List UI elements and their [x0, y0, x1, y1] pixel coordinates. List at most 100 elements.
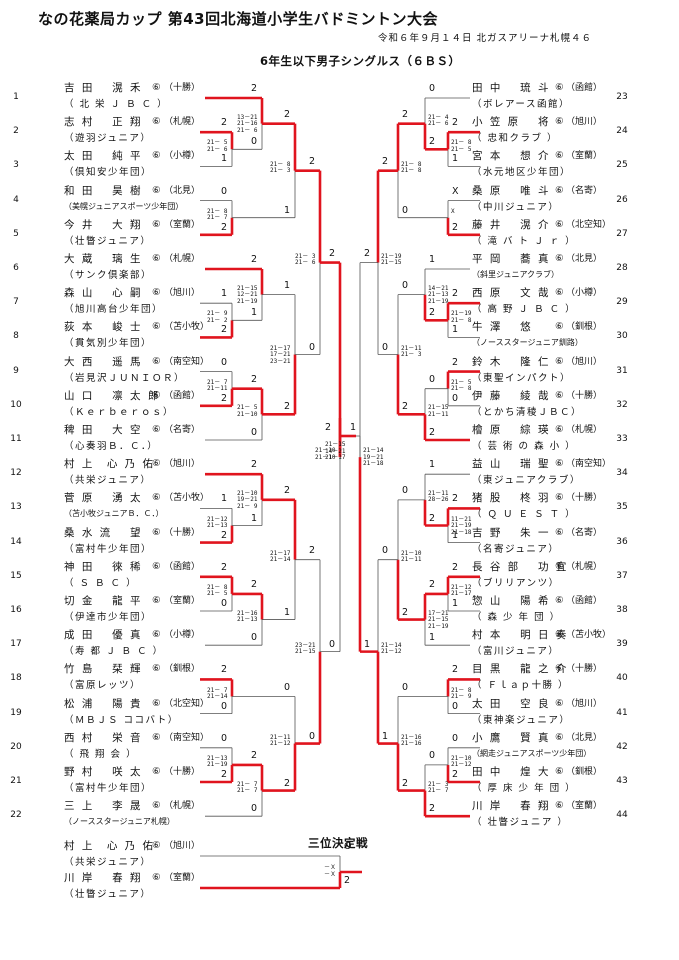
match-result: 1: [429, 459, 436, 471]
match-result: 2: [429, 578, 436, 590]
match-result: 2: [309, 544, 316, 556]
player-team: （ 芸 術 の 森 小 ）: [472, 441, 577, 452]
player-team: （ 飛 翔 会 ）: [64, 748, 138, 760]
seed-number: 12: [10, 468, 22, 479]
match-score: 21－ 3 21－ 7: [428, 780, 449, 795]
match-result: 1: [221, 493, 228, 505]
player-name: 三 上 李 晟: [64, 800, 143, 813]
player-grade: ⑥: [152, 872, 161, 883]
match-result: 2: [452, 117, 459, 129]
match-result: 2: [329, 247, 336, 259]
player-region: （旭川）: [164, 459, 201, 470]
player-name: 吉 田 滉 禾: [64, 82, 143, 94]
seed-number: 40: [616, 673, 628, 684]
player-region: （札幌）: [164, 254, 201, 264]
player-region: （十勝）: [566, 390, 603, 401]
seed-number: 27: [616, 228, 628, 239]
match-score: 21－10 21－12: [451, 754, 472, 769]
player-name: 長 谷 部 功 宜: [472, 560, 569, 573]
match-result: 0: [402, 681, 409, 693]
seed-number: 20: [10, 741, 22, 752]
match-result: 2: [429, 512, 436, 524]
player-region: （釧根）: [164, 664, 201, 675]
match-result: 2: [452, 493, 459, 505]
player-region: （旭川）: [566, 698, 603, 709]
player-region: （札幌）: [164, 801, 201, 812]
match-result: 2: [284, 401, 291, 413]
player-name: 村 上 心 乃 佑: [64, 458, 156, 471]
match-score: 11－21 21－19 21－18: [451, 515, 472, 536]
match-score: 21－ 5 21－10: [237, 404, 258, 418]
seed-number: 29: [616, 297, 628, 308]
player-name: 桑 水 流 望: [64, 526, 143, 539]
player-region: （釧根）: [566, 322, 603, 333]
player-region: （名寄）: [566, 527, 603, 538]
match-result: 2: [452, 561, 459, 573]
seed-number: 23: [616, 92, 628, 102]
player-grade: ⑥: [555, 150, 564, 162]
player-name: 伊 藤 綾 哉: [472, 389, 551, 402]
seed-number: 19: [10, 707, 22, 718]
player-name: 山 口 凛 太 郎: [64, 389, 161, 402]
player-grade: ⑥: [555, 253, 564, 264]
match-result: 2: [284, 484, 291, 496]
match-result: 2: [452, 288, 459, 300]
match-result: 1: [364, 638, 371, 650]
match-result: 2: [364, 247, 371, 259]
player-team: （水元地区少年団）: [472, 167, 572, 179]
player-team: （心奏羽Ｂ．Ｃ．）: [64, 441, 159, 452]
match-result: 2: [452, 356, 459, 368]
match-result: 0: [429, 373, 436, 385]
player-grade: ⑥: [555, 731, 564, 743]
match-result: 0: [221, 700, 228, 712]
match-score: 21－11 28－26: [428, 489, 449, 504]
match-result: 2: [402, 606, 409, 618]
match-score: 21－ 8 21－ 9: [451, 686, 472, 700]
player-name: 田 中 琉 斗: [472, 82, 551, 94]
player-name: 荻 本 峻 士: [64, 321, 143, 334]
player-name: 稗 田 大 空: [64, 424, 143, 436]
player-grade: ⑥: [152, 731, 161, 743]
match-result: 0: [402, 204, 409, 216]
match-result: 2: [221, 392, 228, 404]
player-team: （斜里ジュニアクラブ）: [472, 270, 560, 279]
player-team: （遊羽ジュニア）: [64, 133, 152, 145]
player-name: 野 村 咲 太: [64, 766, 143, 778]
player-team: （網走ジュニアスポーツ少年団）: [472, 748, 592, 758]
seed-number: 9: [13, 365, 19, 376]
match-result: 2: [382, 155, 389, 167]
player-name: 小 笠 原 将: [472, 116, 551, 129]
match-result: 1: [284, 279, 291, 291]
seed-number: 6: [13, 263, 19, 273]
match-score: 21－14 21－12: [381, 641, 402, 656]
player-team: （富村牛少年団）: [64, 543, 153, 555]
player-name: 太 田 空 良: [472, 697, 551, 710]
final-score: 21－15 14－21 21－17: [325, 441, 346, 461]
player-team: （壮瞥ジュニア）: [64, 889, 152, 900]
match-result: 2: [251, 459, 258, 471]
player-team: （Ｋｅｒｂｅｒｏｓ）: [64, 406, 175, 418]
player-team: （寿 都 Ｊ Ｂ Ｃ ）: [64, 646, 164, 658]
player-team: （伊達市少年団）: [64, 612, 153, 623]
match-result: 1: [452, 324, 459, 336]
player-region: （苫小牧）: [164, 493, 210, 504]
match-score: 21－12 21－13: [207, 515, 228, 529]
player-region: （旭川）: [164, 288, 201, 299]
seed-number: 44: [616, 810, 628, 821]
player-region: （北見）: [164, 185, 201, 196]
match-result: 0: [221, 185, 228, 197]
player-team: （富川ジュニア）: [472, 646, 560, 658]
player-region: （北空知）: [164, 698, 210, 709]
seed-number: 30: [616, 331, 628, 342]
seed-number: 13: [10, 502, 22, 513]
match-result: 2: [284, 777, 291, 789]
player-region: （南空知）: [566, 459, 612, 470]
match-result: 2: [402, 777, 409, 789]
match-result: 0: [284, 681, 291, 693]
match-score: 21－10 21－10: [315, 447, 336, 461]
player-team: （ノーススタージュニア釧路）: [472, 338, 583, 348]
player-grade: ⑥: [152, 840, 161, 851]
match-result: 0: [309, 341, 316, 353]
player-name: 大 西 遥 馬: [64, 355, 143, 368]
match-score: X: [451, 207, 455, 215]
